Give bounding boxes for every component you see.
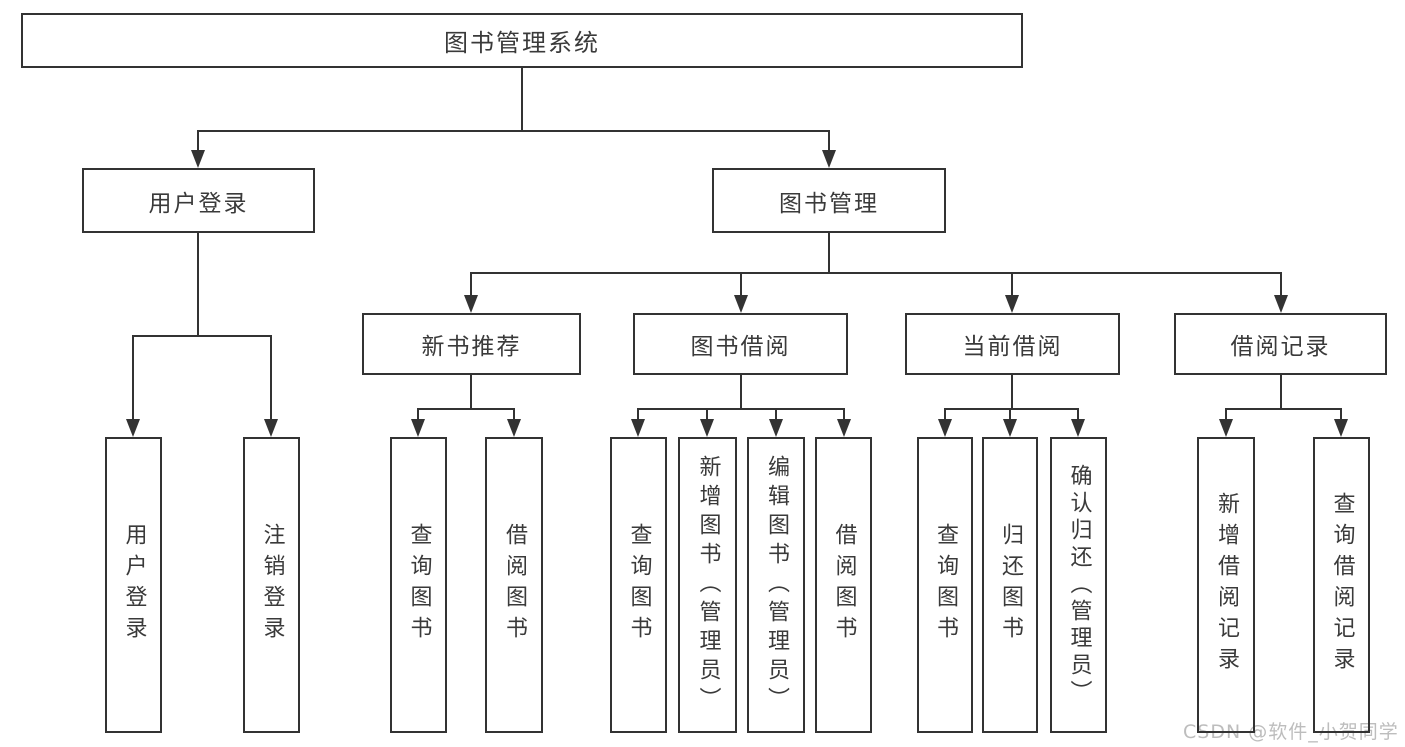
leaf-query-books-current: 查询图书 bbox=[917, 437, 973, 733]
leaf-user-login: 用户登录 bbox=[105, 437, 162, 733]
connector-vline bbox=[197, 232, 199, 335]
connector-arrow-shaft bbox=[270, 335, 272, 421]
connector-arrow-shaft bbox=[470, 272, 472, 297]
leaf-query-books-newbooks: 查询图书 bbox=[390, 437, 447, 733]
connector-vline bbox=[1011, 375, 1013, 408]
arrowhead-icon bbox=[507, 419, 521, 437]
arrowhead-icon bbox=[734, 295, 748, 313]
box-book-management: 图书管理 bbox=[712, 168, 946, 233]
connector-arrow-shaft bbox=[843, 408, 845, 421]
connector-hline bbox=[417, 408, 515, 410]
arrowhead-icon bbox=[631, 419, 645, 437]
arrowhead-icon bbox=[126, 419, 140, 437]
connector-arrow-shaft bbox=[1340, 408, 1342, 421]
arrowhead-icon bbox=[938, 419, 952, 437]
connector-arrow-shaft bbox=[132, 335, 134, 421]
connector-hline bbox=[944, 408, 1079, 410]
connector-vline bbox=[521, 68, 523, 130]
leaf-borrow-books: 借阅图书 bbox=[815, 437, 872, 733]
watermark: CSDN @软件_小贺同学 bbox=[1183, 721, 1399, 743]
connector-arrow-shaft bbox=[417, 408, 419, 421]
connector-vline bbox=[470, 375, 472, 408]
arrowhead-icon bbox=[1005, 295, 1019, 313]
arrowhead-icon bbox=[1274, 295, 1288, 313]
box-borrowing-records: 借阅记录 bbox=[1174, 313, 1387, 375]
arrowhead-icon bbox=[1334, 419, 1348, 437]
arrowhead-icon bbox=[700, 419, 714, 437]
box-new-book-recommend: 新书推荐 bbox=[362, 313, 581, 375]
connector-hline bbox=[132, 335, 272, 337]
connector-hline bbox=[637, 408, 845, 410]
connector-arrow-shaft bbox=[637, 408, 639, 421]
connector-arrow-shaft bbox=[740, 272, 742, 297]
connector-vline bbox=[1280, 375, 1282, 408]
connector-arrow-shaft bbox=[197, 130, 199, 152]
arrowhead-icon bbox=[464, 295, 478, 313]
arrowhead-icon bbox=[1219, 419, 1233, 437]
connector-vline bbox=[828, 233, 830, 272]
connector-arrow-shaft bbox=[1011, 272, 1013, 297]
leaf-query-books-borrow: 查询图书 bbox=[610, 437, 667, 733]
arrowhead-icon bbox=[1003, 419, 1017, 437]
leaf-add-books-admin: 新增图书（管理员） bbox=[678, 437, 737, 733]
leaf-add-borrow-record: 新增借阅记录 bbox=[1197, 437, 1255, 733]
connector-arrow-shaft bbox=[1225, 408, 1227, 421]
leaf-return-books: 归还图书 bbox=[982, 437, 1038, 733]
connector-arrow-shaft bbox=[1009, 408, 1011, 421]
leaf-logout: 注销登录 bbox=[243, 437, 300, 733]
connector-arrow-shaft bbox=[944, 408, 946, 421]
arrowhead-icon bbox=[411, 419, 425, 437]
connector-arrow-shaft bbox=[828, 130, 830, 152]
connector-arrow-shaft bbox=[775, 408, 777, 421]
arrowhead-icon bbox=[191, 150, 205, 168]
arrowhead-icon bbox=[822, 150, 836, 168]
connector-arrow-shaft bbox=[513, 408, 515, 421]
box-system-root: 图书管理系统 bbox=[21, 13, 1023, 68]
arrowhead-icon bbox=[1071, 419, 1085, 437]
connector-hline bbox=[197, 130, 830, 132]
box-current-borrowing: 当前借阅 bbox=[905, 313, 1120, 375]
connector-arrow-shaft bbox=[706, 408, 708, 421]
arrowhead-icon bbox=[769, 419, 783, 437]
leaf-query-borrow-record: 查询借阅记录 bbox=[1313, 437, 1370, 733]
leaf-borrow-books-newbooks: 借阅图书 bbox=[485, 437, 543, 733]
box-book-borrowing: 图书借阅 bbox=[633, 313, 848, 375]
connector-arrow-shaft bbox=[1077, 408, 1079, 421]
connector-arrow-shaft bbox=[1280, 272, 1282, 297]
box-user-login: 用户登录 bbox=[82, 168, 315, 233]
arrowhead-icon bbox=[264, 419, 278, 437]
leaf-confirm-return-admin: 确认归还（管理员） bbox=[1050, 437, 1107, 733]
connector-hline bbox=[1225, 408, 1342, 410]
connector-hline bbox=[470, 272, 1282, 274]
arrowhead-icon bbox=[837, 419, 851, 437]
connector-vline bbox=[740, 375, 742, 408]
leaf-edit-books-admin: 编辑图书（管理员） bbox=[747, 437, 805, 733]
